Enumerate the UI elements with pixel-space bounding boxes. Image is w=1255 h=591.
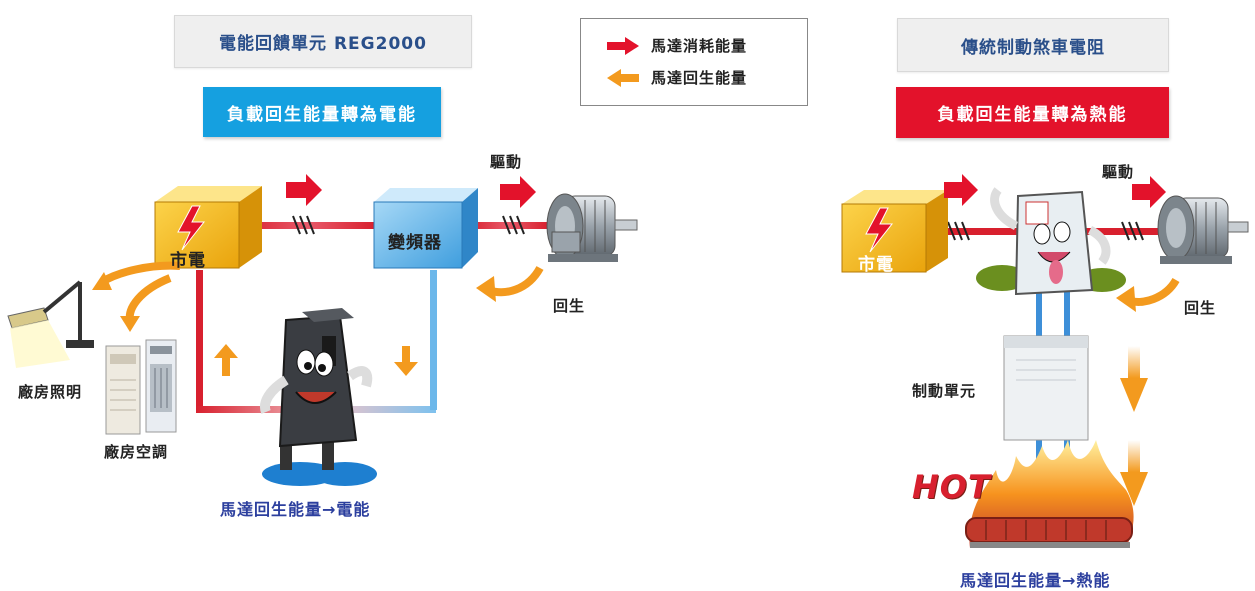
orange-arrow-icon (120, 316, 140, 332)
inverter-mascot-icon (260, 308, 377, 486)
left-line-inverter-down (430, 270, 437, 410)
orange-arrow-icon (476, 276, 496, 302)
left-regen-label: 回生 (553, 297, 586, 315)
legend-box: 馬達消耗能量 馬達回生能量 (580, 18, 808, 106)
left-caption: 馬達回生能量→電能 (220, 500, 371, 519)
right-regen-curve (1126, 277, 1180, 306)
legend-regen-label: 馬達回生能量 (651, 69, 748, 87)
orange-arrow-icon (92, 272, 112, 290)
right-caption: 馬達回生能量→熱能 (960, 571, 1111, 590)
left-inverter-box (373, 188, 478, 269)
motor-icon (546, 193, 638, 262)
red-arrow-icon (1132, 176, 1166, 208)
left-inverter-label: 變頻器 (388, 233, 442, 253)
hot-resistor-icon (965, 440, 1134, 548)
left-line-grid-down (196, 270, 203, 410)
orange-arrow-icon (394, 346, 418, 376)
motor-icon (1157, 195, 1249, 264)
left-grid-label: 市電 (170, 251, 206, 271)
tired-inverter-icon (976, 187, 1126, 296)
left-curve-to-ac (125, 274, 172, 321)
right-brake-unit-label: 制動單元 (912, 382, 977, 400)
right-banner: 負載回生能量轉為熱能 (896, 87, 1169, 138)
left-drive-label: 驅動 (490, 153, 523, 171)
orange-arrow-icon (607, 69, 639, 87)
right-phase-marks (947, 221, 1144, 241)
left-ac-label: 廠房空調 (104, 443, 169, 461)
right-grid-box (841, 190, 948, 273)
red-arrow-icon (944, 174, 978, 206)
right-grid-label: 市電 (858, 255, 894, 275)
left-diagram (7, 174, 638, 486)
orange-arrow-icon (1116, 286, 1136, 312)
orange-arrow-icon (1120, 472, 1148, 506)
legend-consume-label: 馬達消耗能量 (651, 37, 748, 55)
red-arrow-icon (607, 37, 639, 55)
left-grid-box (154, 186, 262, 269)
right-title: 傳統制動煞車電阻 (897, 18, 1169, 72)
left-line-grid-inverter (240, 222, 375, 229)
red-arrow-icon (286, 174, 322, 206)
lightning-bolt-icon (865, 207, 894, 253)
right-drive-label: 驅動 (1102, 163, 1135, 181)
left-curve-to-light (99, 261, 181, 286)
ac-icon (105, 339, 177, 435)
right-hot-label: HOT (912, 468, 991, 506)
lamp-icon (7, 280, 94, 368)
right-diagram (841, 174, 1249, 548)
left-line-inverter-motor (468, 222, 548, 229)
brake-unit-icon (1003, 335, 1089, 441)
orange-arrow-icon (1120, 378, 1148, 412)
left-phase-marks (292, 215, 525, 235)
left-title: 電能回饋單元 REG2000 (174, 15, 472, 68)
left-banner: 負載回生能量轉為電能 (203, 87, 441, 137)
left-lighting-label: 廠房照明 (18, 383, 83, 401)
red-arrow-icon (500, 176, 536, 208)
right-regen-label: 回生 (1184, 299, 1217, 317)
lightning-bolt-icon (177, 205, 206, 251)
left-regen-curve (486, 265, 544, 297)
orange-arrow-icon (214, 344, 238, 376)
